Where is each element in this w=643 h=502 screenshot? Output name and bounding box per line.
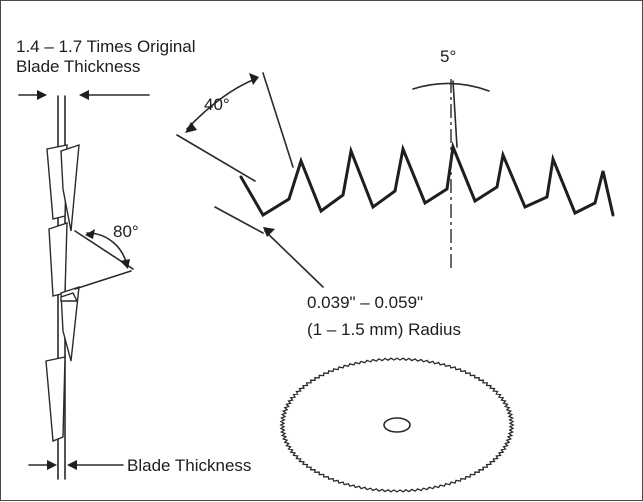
set-angle-label: 80° [113,222,139,241]
set-width-label-line2: Blade Thickness [16,57,141,76]
arbor-hole [383,417,411,433]
blade-side-view [18,90,150,480]
circular-saw-blade [279,357,515,493]
set-angle-arrowhead-2 [120,259,130,269]
hook-angle-label: 40° [204,95,230,114]
set-width-arrowhead-right [79,90,89,100]
set-angle-arrowhead-1 [85,229,95,239]
set-width-arrowhead-left [37,90,47,100]
hook-angle-arrowhead-2 [249,73,259,85]
thickness-arrowhead-right [67,460,77,470]
hook-angle-arrowhead-1 [185,122,197,133]
gullet-arrowhead [263,227,275,237]
saw-tooth-ring [279,357,515,493]
tooth-set-right-2 [60,285,80,362]
clearance-angle-line [452,80,458,148]
saw-teeth-outline [239,141,615,218]
hook-angle-face-line [262,72,294,168]
thickness-arrowhead-left [47,460,57,470]
hook-angle-arc [186,78,256,130]
set-width-label-line1: 1.4 – 1.7 Times Original [16,37,196,56]
set-angle-ray-2 [74,270,132,290]
saw-blade-serrated-edge [279,357,515,493]
gullet-radius-label-line1: 0.039" – 0.059" [307,293,424,312]
blade-thickness-label: Blade Thickness [127,456,252,475]
tooth-set-right-1 [60,143,80,232]
tooth-set-left-2 [48,222,68,297]
tooth-profile [176,72,615,288]
tooth-set-step [60,292,79,302]
gullet-radius-label-line2: (1 – 1.5 mm) Radius [307,320,461,339]
gullet-base-line [214,206,264,234]
gullet-leader-line [264,230,324,288]
clearance-angle-arc [412,82,490,92]
hook-angle-baseline [176,134,256,182]
clearance-angle-label: 5° [440,47,457,66]
tooth-set-left-3 [45,356,66,442]
